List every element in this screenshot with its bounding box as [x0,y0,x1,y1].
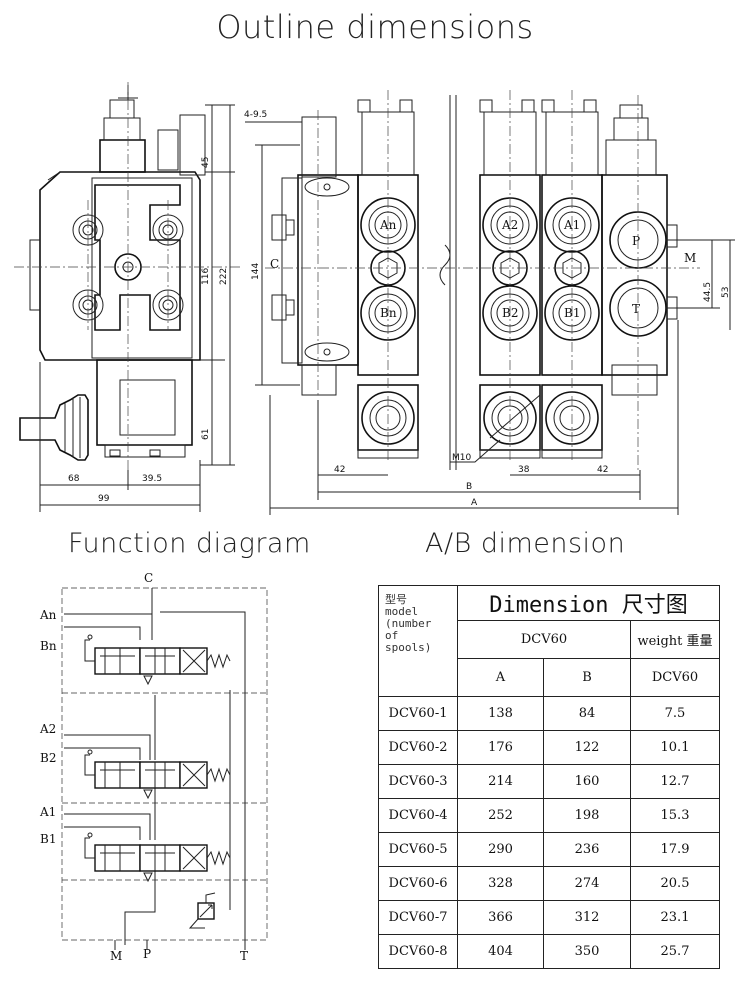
cell-a: 366 [457,900,544,935]
cell-b: 312 [543,900,631,935]
dim-42-right: 42 [597,465,608,475]
cell-b: 84 [543,696,631,731]
fd-label-an: An [39,608,57,622]
model-header-line: (number [385,617,432,630]
dim-61: 61 [201,429,211,440]
cell-model: DCV60-6 [378,866,458,901]
fd-label-t: T [240,949,248,963]
col-header-b: B [543,658,631,697]
model-header-line: spools) [385,641,432,654]
port-label-m: M [684,251,696,265]
function-diagram: C [39,571,268,963]
ab-dimension-heading: A/B dimension [425,528,626,559]
cell-model: DCV60-7 [378,900,458,935]
fd-label-m: M [110,949,122,963]
cell-weight: 25.7 [630,934,720,969]
model-header-cell: 型号 model (number of spools) [378,585,458,697]
dim-b: B [466,482,472,492]
dim-42-left: 42 [334,465,345,475]
cell-model: DCV60-2 [378,730,458,765]
group-header-dcv60: DCV60 [457,620,631,659]
cell-b: 198 [543,798,631,833]
fd-label-p: P [143,947,151,961]
fd-label-b2: B2 [40,751,56,765]
cell-a: 404 [457,934,544,969]
cell-b: 350 [543,934,631,969]
side-view-drawing: 45 116 222 61 68 39.5 99 [14,82,240,512]
cell-b: 236 [543,832,631,867]
cell-a: 328 [457,866,544,901]
cell-model: DCV60-5 [378,832,458,867]
cell-model: DCV60-4 [378,798,458,833]
dim-44-5: 44.5 [703,282,713,302]
dim-53: 53 [721,287,731,298]
dim-38: 38 [518,465,530,475]
cell-model: DCV60-3 [378,764,458,799]
cell-model: DCV60-8 [378,934,458,969]
cell-weight: 15.3 [630,798,720,833]
weight-header: weight 重量 [630,620,720,659]
col-header-a: A [457,658,544,697]
ab-dimension-table: 型号 model (number of spools) Dimension 尺寸… [378,585,720,969]
cell-b: 274 [543,866,631,901]
dim-144: 144 [251,263,261,280]
port-label-p: P [632,234,640,248]
fd-label-a1: A1 [39,805,56,819]
outline-dimensions-heading: Outline dimensions [216,8,534,46]
cell-a: 252 [457,798,544,833]
dim-68: 68 [68,474,80,484]
port-label-c: C [270,257,279,271]
cell-weight: 12.7 [630,764,720,799]
cell-b: 122 [543,730,631,765]
port-label-bn: Bn [380,306,397,320]
dim-99: 99 [98,494,110,504]
cell-weight: 17.9 [630,832,720,867]
dim-39-5: 39.5 [142,474,162,484]
cell-a: 214 [457,764,544,799]
fd-label-b1: B1 [40,832,56,846]
fd-label-c: C [144,571,153,585]
table-title: Dimension 尺寸图 [457,585,720,621]
cell-a: 138 [457,696,544,731]
port-label-t: T [632,302,640,316]
cell-model: DCV60-1 [378,696,458,731]
cell-weight: 23.1 [630,900,720,935]
cell-a: 176 [457,730,544,765]
model-header-line: model [385,605,419,618]
model-header-line: 型号 [385,593,407,606]
dim-222: 222 [219,268,229,285]
front-view-drawing: An Bn A2 B2 [244,90,735,515]
model-header-line: of [385,629,399,642]
cell-a: 290 [457,832,544,867]
function-diagram-heading: Function diagram [68,528,311,559]
dim-4-9-5: 4-9.5 [244,110,267,120]
dim-116: 116 [201,268,211,285]
cell-weight: 20.5 [630,866,720,901]
dim-a: A [471,498,478,508]
col-header-weight-dcv60: DCV60 [630,658,720,697]
fd-label-bn: Bn [40,639,57,653]
cell-weight: 10.1 [630,730,720,765]
dim-m10: M10 [452,453,471,463]
fd-label-a2: A2 [39,722,56,736]
dim-45: 45 [201,157,211,168]
cell-b: 160 [543,764,631,799]
cell-weight: 7.5 [630,696,720,731]
